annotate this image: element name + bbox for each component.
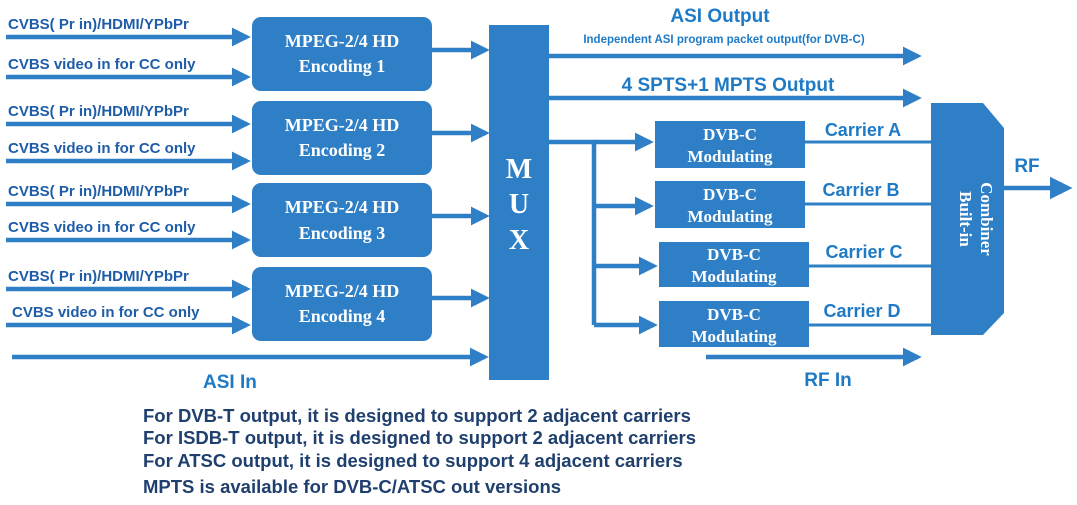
encoder-4-title: MPEG-2/4 HD <box>285 281 400 301</box>
asi-output-sublabel: Independent ASI program packet output(fo… <box>583 34 864 46</box>
combiner-label-line1: Built-in <box>956 191 975 247</box>
encoder-box-1 <box>252 17 432 91</box>
encoder-1-subtitle: Encoding 1 <box>299 56 386 76</box>
modulator-box-b <box>655 181 805 228</box>
note-dvb-t: For DVB-T output, it is designed to supp… <box>143 405 691 426</box>
encoder-group-2: CVBS( Pr in)/HDMI/YPbPr CVBS video in fo… <box>6 101 490 175</box>
modulator-box-c <box>659 242 809 287</box>
combiner-label-line2: Combiner <box>977 182 996 256</box>
modulator-d-subtitle: Modulating <box>691 327 777 346</box>
modulator-b-subtitle: Modulating <box>687 207 773 226</box>
mux-block <box>489 25 549 380</box>
modulator-box-a <box>655 121 805 168</box>
encoder-4-subtitle: Encoding 4 <box>299 306 386 326</box>
encoder-3-title: MPEG-2/4 HD <box>285 197 400 217</box>
modulator-group-d: DVB-C Modulating Carrier D <box>659 301 931 347</box>
modulator-box-d <box>659 301 809 347</box>
hd-input-label-2: CVBS( Pr in)/HDMI/YPbPr <box>8 103 189 120</box>
modulator-group-a: DVB-C Modulating Carrier A <box>655 120 931 168</box>
cc-input-label-3: CVBS video in for CC only <box>8 219 196 236</box>
carrier-c-label: Carrier C <box>825 242 902 262</box>
encoder-group-1: CVBS( Pr in)/HDMI/YPbPr CVBS video in fo… <box>6 16 490 91</box>
hd-input-label-3: CVBS( Pr in)/HDMI/YPbPr <box>8 183 189 200</box>
hd-input-label-1: CVBS( Pr in)/HDMI/YPbPr <box>8 16 189 33</box>
carrier-a-label: Carrier A <box>825 120 901 140</box>
encoder-1-title: MPEG-2/4 HD <box>285 31 400 51</box>
encoder-box-2 <box>252 101 432 175</box>
combiner-block <box>931 103 1004 335</box>
encoder-2-subtitle: Encoding 2 <box>299 140 386 160</box>
rf-in-label: RF In <box>804 370 852 391</box>
encoder-box-4 <box>252 267 432 341</box>
modulator-group-c: DVB-C Modulating Carrier C <box>659 242 931 287</box>
mux-letter-x: X <box>509 225 529 256</box>
mux-letter-u: U <box>509 189 529 220</box>
cc-input-label-2: CVBS video in for CC only <box>8 140 196 157</box>
modulator-a-title: DVB-C <box>703 125 757 144</box>
modulator-c-subtitle: Modulating <box>691 267 777 286</box>
hd-input-label-4: CVBS( Pr in)/HDMI/YPbPr <box>8 268 189 285</box>
encoder-box-3 <box>252 183 432 257</box>
spts-output-label: 4 SPTS+1 MPTS Output <box>622 75 835 96</box>
asi-output-label: ASI Output <box>670 6 770 27</box>
modulator-group-b: DVB-C Modulating Carrier B <box>655 180 931 228</box>
note-atsc: For ATSC output, it is designed to suppo… <box>143 450 683 471</box>
encoder-group-4: CVBS( Pr in)/HDMI/YPbPr CVBS video in fo… <box>6 267 490 341</box>
note-mpts: MPTS is available for DVB-C/ATSC out ver… <box>143 476 561 497</box>
cc-input-label-4: CVBS video in for CC only <box>12 304 200 321</box>
encoder-2-title: MPEG-2/4 HD <box>285 115 400 135</box>
carrier-d-label: Carrier D <box>823 301 900 321</box>
modulator-d-title: DVB-C <box>707 305 761 324</box>
rf-output-label: RF <box>1014 156 1039 177</box>
encoder-group-3: CVBS( Pr in)/HDMI/YPbPr CVBS video in fo… <box>6 183 490 257</box>
encoder-3-subtitle: Encoding 3 <box>299 223 386 243</box>
cc-input-label-1: CVBS video in for CC only <box>8 56 196 73</box>
note-isdb-t: For ISDB-T output, it is designed to sup… <box>143 427 696 448</box>
modulator-b-title: DVB-C <box>703 185 757 204</box>
mux-letter-m: M <box>506 154 532 185</box>
modulator-c-title: DVB-C <box>707 245 761 264</box>
asi-in-label: ASI In <box>203 372 257 393</box>
modulator-a-subtitle: Modulating <box>687 147 773 166</box>
carrier-b-label: Carrier B <box>822 180 899 200</box>
